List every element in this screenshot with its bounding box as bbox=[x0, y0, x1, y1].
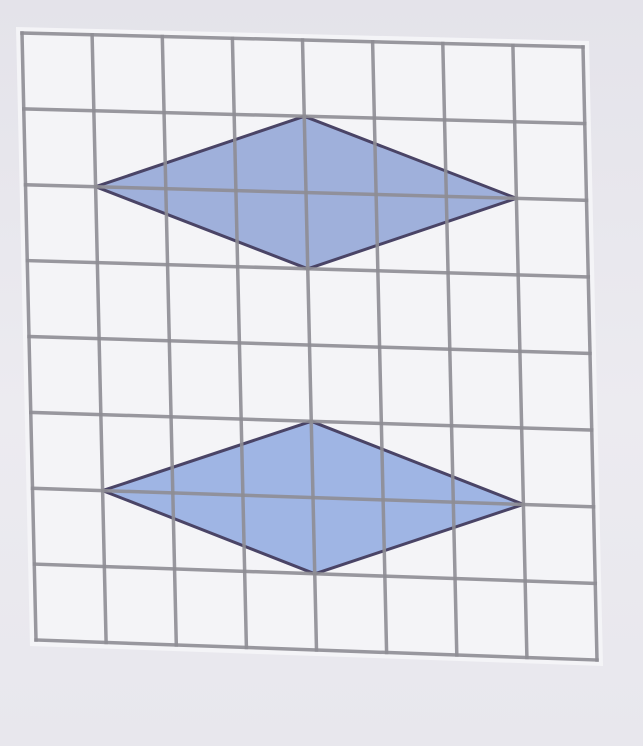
grid-line-horizontal bbox=[30, 486, 596, 509]
grid-line-horizontal bbox=[22, 107, 587, 126]
grid-lines bbox=[20, 31, 599, 662]
grid-line-horizontal bbox=[28, 410, 594, 432]
grid-line-horizontal bbox=[32, 562, 598, 586]
grid-line-horizontal bbox=[23, 183, 589, 203]
grid-line-horizontal bbox=[25, 258, 591, 279]
grid-line-horizontal bbox=[20, 31, 585, 49]
grid-line-horizontal bbox=[27, 334, 592, 356]
grid-line-horizontal bbox=[34, 638, 599, 662]
